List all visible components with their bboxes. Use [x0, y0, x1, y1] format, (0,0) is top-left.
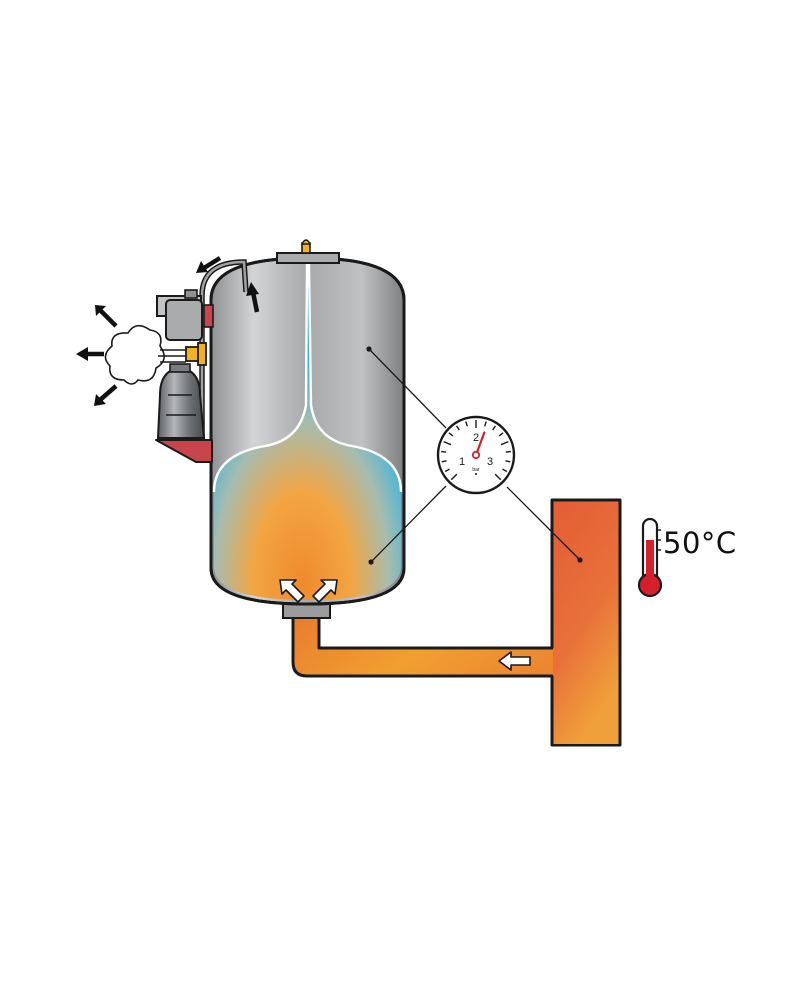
gauge-tick	[492, 425, 497, 431]
flow-arrow-icon	[202, 256, 222, 270]
gauge-tick	[465, 421, 468, 427]
tank-water	[214, 268, 401, 600]
gauge-tick	[484, 421, 487, 427]
expansion-tank	[209, 239, 406, 619]
gauge-tick	[498, 432, 504, 437]
steam-cloud-icon	[104, 324, 186, 385]
flow-arrow-icon	[196, 261, 208, 273]
gauge-tick	[444, 468, 450, 473]
flow-arrow-icon	[279, 579, 305, 603]
gauge-tick	[450, 473, 458, 481]
gauge-tick	[502, 468, 508, 473]
flow-arrow-icon	[246, 282, 259, 296]
gauge-unit-label: bar	[472, 467, 480, 473]
gauge-tick	[494, 473, 502, 481]
gauge-tick	[505, 460, 511, 463]
flow-arrow-icon	[76, 347, 88, 361]
flow-arrow-icon	[312, 579, 338, 603]
flow-arrow-icon	[94, 394, 106, 406]
thermometer-icon	[637, 517, 663, 598]
gauge-tick	[441, 460, 447, 463]
flow-arrow-icon	[98, 384, 118, 402]
temperature-label: 50°C	[663, 526, 737, 560]
pressure-gauge-icon: 1 2 3 bar	[436, 415, 516, 495]
gauge-leader-lines	[368, 348, 581, 563]
gauge-tick-label: 1	[459, 456, 465, 468]
flow-arrow-icon	[250, 291, 260, 313]
flow-arrow-icon	[498, 651, 531, 671]
gauge-tick	[455, 425, 460, 431]
compressor-unit	[155, 259, 249, 463]
gauge-tick-label: 3	[487, 456, 493, 468]
flow-arrow-icon	[95, 305, 106, 316]
pipe-riser	[553, 501, 619, 744]
gauge-tick	[500, 440, 509, 446]
tank-diaphragm	[212, 263, 403, 493]
gauge-tick	[443, 440, 452, 446]
flow-arrow-icon	[98, 308, 118, 328]
gauge-tick	[448, 432, 454, 437]
gauge-tick-label: 2	[473, 432, 479, 444]
